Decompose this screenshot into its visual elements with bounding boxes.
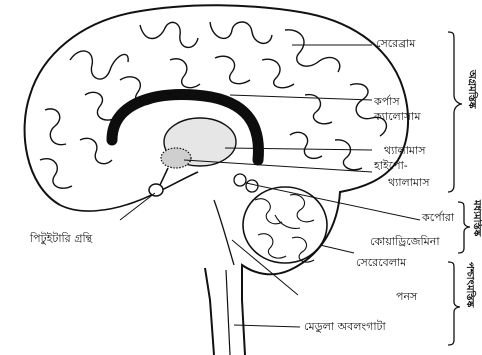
label-pituitary: পিটুইটারি গ্রন্থি [30,232,92,245]
label-corpus-callosum-1: কর্পাস [374,95,400,108]
hypothalamus [161,148,191,168]
group-hindbrain: পশ্চাৎমস্তিষ্ক [464,262,474,307]
cerebellum-folds [255,195,314,263]
label-cerebrum: সেরেব্রাম [376,37,415,50]
leader-lines [120,45,420,327]
inner-hemisphere-edge [60,172,198,211]
label-medulla: মেডুলা অবলংগাটা [304,320,386,333]
label-pons: পনস [396,290,417,303]
label-hypothalamus-1: হাইপো- [374,159,408,172]
label-corpora-2: কোয়াড্রিজেমিনা [370,235,440,248]
medulla-inner [226,270,230,355]
pituitary-gland [149,184,163,196]
group-forebrain: অগ্রমস্তিষ্ক [466,70,476,108]
label-cerebellum: সেরেবেলাম [356,256,406,269]
cerebellum [243,187,327,263]
brainstem-front [205,268,214,355]
group-midbrain: মধ্যমস্তিষ্ক [471,200,481,236]
label-thalamus: থ্যালামাস [384,144,425,157]
label-corpus-callosum-2: ক্যালোসাম [374,110,420,123]
label-hypothalamus-2: থ্যালামাস [388,176,429,189]
pituitary-stalk [160,168,168,185]
label-corpora-1: কর্পোরা [422,211,454,224]
pons-outline [214,200,234,265]
